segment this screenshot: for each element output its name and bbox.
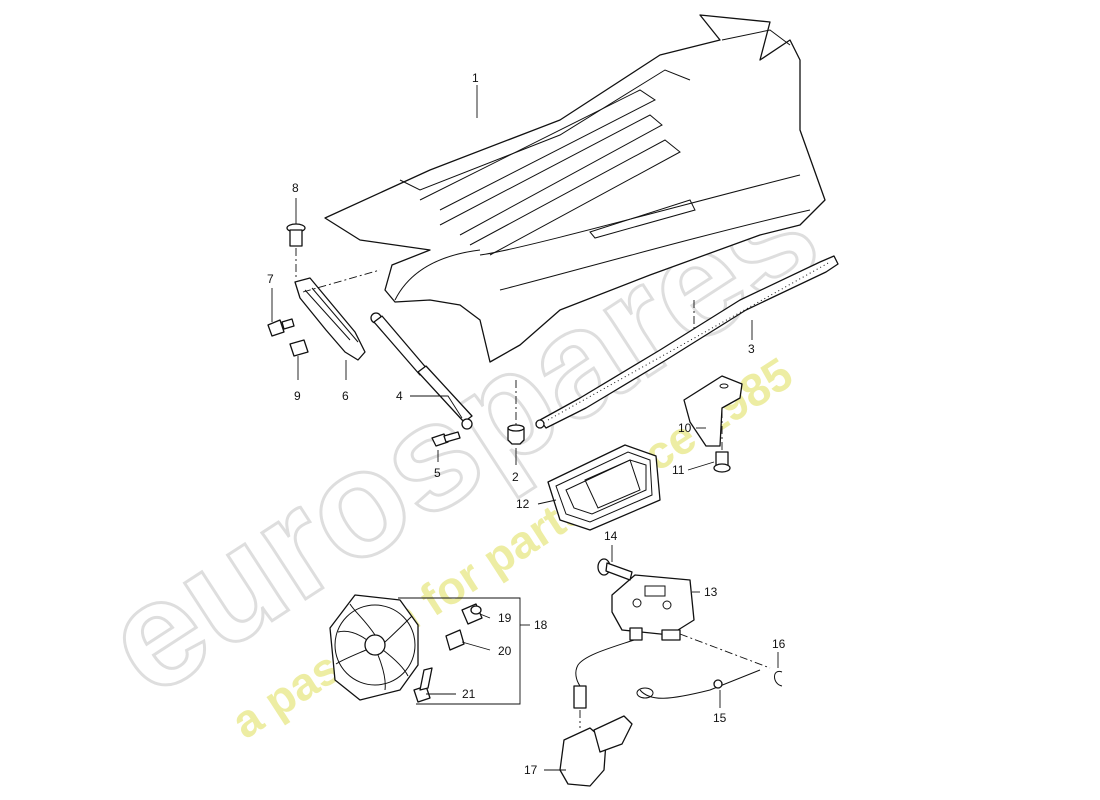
rear-lid — [324, 14, 826, 363]
nut-20 — [445, 629, 465, 651]
leader-lines — [271, 85, 779, 771]
callout-14: 14 — [604, 529, 618, 543]
bolt-14 — [597, 558, 633, 581]
callout-2: 2 — [512, 470, 519, 484]
callout-9: 9 — [294, 389, 301, 403]
nut-19 — [461, 603, 483, 625]
callout-5: 5 — [434, 466, 441, 480]
lock-13 — [611, 574, 695, 641]
callout-20: 20 — [498, 644, 512, 658]
callout-19: 19 — [498, 611, 512, 625]
release-17 — [559, 685, 633, 787]
callout-4: 4 — [396, 389, 403, 403]
bolt-11 — [713, 451, 731, 473]
callout-11: 11 — [672, 463, 685, 477]
callout-16: 16 — [772, 637, 786, 651]
callouts: 1 2 3 4 5 6 7 8 9 10 11 12 13 14 15 16 1… — [267, 71, 786, 777]
callout-8: 8 — [292, 181, 299, 195]
bolt-8 — [286, 223, 306, 247]
ball-stud — [507, 424, 525, 445]
callout-21: 21 — [462, 687, 476, 701]
bolt-7 — [267, 318, 295, 337]
release-cable — [575, 639, 635, 687]
bracket-10 — [683, 375, 743, 447]
callout-7: 7 — [267, 272, 274, 286]
seal-strip — [535, 255, 839, 429]
hinge — [294, 277, 366, 361]
bolt-5 — [431, 431, 461, 447]
alignment-lines — [295, 248, 771, 728]
callout-1: 1 — [472, 71, 479, 85]
gas-strut — [370, 312, 473, 430]
fan-assembly-18 — [329, 594, 419, 701]
callout-15: 15 — [713, 711, 727, 725]
callout-17: 17 — [524, 763, 538, 777]
callout-10: 10 — [678, 421, 692, 435]
callout-12: 12 — [516, 497, 530, 511]
cable-15 — [636, 669, 761, 699]
callout-3: 3 — [748, 342, 755, 356]
gasket-12 — [547, 444, 661, 531]
bolt-21 — [413, 667, 433, 703]
callout-18: 18 — [534, 618, 548, 632]
cap-9 — [289, 339, 309, 357]
callout-6: 6 — [342, 389, 349, 403]
callout-13: 13 — [704, 585, 718, 599]
clip-16 — [774, 670, 783, 687]
